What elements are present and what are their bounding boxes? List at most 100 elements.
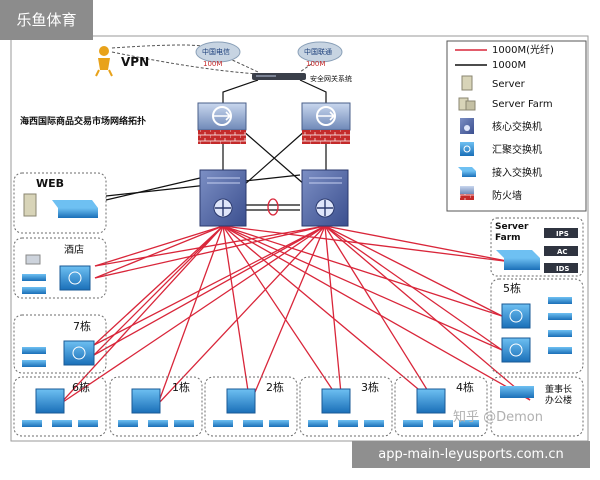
board-building-access-switch-icon — [500, 386, 534, 398]
web-label: WEB — [36, 177, 64, 190]
cross-link-a — [241, 129, 306, 186]
core-switch-right-icon — [301, 169, 349, 227]
legend-item-firewall: 防火墙 — [492, 189, 522, 202]
fiber-link — [59, 225, 224, 405]
hotel-access-switch-icon — [22, 274, 46, 294]
building5-group-box — [490, 278, 584, 374]
building-access-switch-icon — [269, 420, 289, 427]
security-gateway-icon — [252, 73, 306, 80]
isp-cloud-unicom-icon — [297, 41, 343, 63]
building2-group-box — [204, 376, 298, 437]
hotel-group-box — [13, 237, 107, 299]
legend-item-core-switch: 核心交换机 — [492, 120, 542, 133]
vpn-user-icon — [95, 46, 113, 77]
firewall-left-icon — [197, 102, 247, 144]
fiber-link — [93, 225, 326, 346]
gateway-label: 安全网关系统 — [310, 74, 352, 83]
legend-server-icon — [461, 75, 473, 91]
building7-access-switch-icon — [22, 347, 46, 367]
legend-item-access-switch: 接入交换机 — [492, 166, 542, 179]
building7-group-box — [13, 314, 107, 374]
isp1-name: 中国电信 — [202, 47, 230, 56]
building2-label: 2栋 — [266, 380, 284, 394]
fiber-link — [93, 225, 326, 356]
building-access-switch-icon — [174, 420, 194, 427]
building-agg-switch-icon — [321, 388, 351, 414]
legend-item-server: Server — [492, 79, 526, 90]
server-farm-switch-icon — [496, 250, 540, 270]
building3-group-box — [299, 376, 393, 437]
building-access-switch-icon — [22, 420, 42, 427]
ips-label: IPS — [556, 230, 569, 238]
fiber-link — [324, 225, 513, 263]
fw-left-to-gateway — [222, 79, 259, 105]
web-group-box — [13, 172, 107, 234]
building6-group-box — [13, 376, 107, 437]
legend-firewall-icon — [460, 186, 474, 200]
building-agg-switch-icon — [35, 388, 65, 414]
building-access-switch-icon — [308, 420, 328, 427]
building-agg-switch-icon — [416, 388, 446, 414]
diagram-title: 海西国际商品交易市场网络拓扑 — [20, 115, 146, 127]
building-access-switch-icon — [364, 420, 384, 427]
building4-label: 4栋 — [456, 380, 474, 394]
fiber-links — [59, 225, 531, 405]
building-agg-switch-icon — [131, 388, 161, 414]
web-to-core-left — [105, 177, 201, 201]
link-aggregation-marker — [267, 198, 279, 216]
building-agg-switch-icon — [226, 388, 256, 414]
ac-label: AC — [557, 248, 568, 256]
building3-label: 3栋 — [361, 380, 379, 394]
building-access-switch-icon — [459, 420, 479, 427]
legend-access-switch-icon — [458, 167, 476, 177]
legend-core-switch-icon — [460, 118, 474, 134]
hotel-pc-icon — [25, 254, 41, 265]
legend-server-farm-icon — [458, 97, 476, 111]
building7-agg-switch-icon — [63, 340, 95, 366]
fiber-link — [157, 225, 326, 405]
server-farm-line2: Farm — [495, 233, 521, 243]
fiber-link — [157, 225, 224, 405]
server-farm-group-box — [490, 217, 584, 277]
bottom-switches — [22, 386, 534, 427]
fiber-link — [324, 225, 437, 405]
fiber-link — [222, 225, 437, 405]
isp2-name: 中国联通 — [304, 47, 332, 56]
zhihu-watermark: 知乎 @Demon — [453, 410, 543, 425]
ids-label: IDS — [556, 265, 569, 273]
fiber-link — [94, 225, 224, 279]
site-badge: 乐鱼体育 — [0, 0, 93, 40]
building-access-switch-icon — [118, 420, 138, 427]
fiber-link — [222, 225, 503, 351]
fiber-link — [222, 225, 251, 405]
fiber-link — [222, 225, 343, 405]
vpn-label: VPN — [121, 55, 149, 69]
building1-label: 1栋 — [172, 380, 190, 394]
legend-item-1000m: 1000M — [492, 60, 526, 71]
isp2-bandwidth: 100M — [306, 60, 325, 68]
board-building-label: 董事长 办公楼 — [545, 383, 575, 406]
building5-agg-switch-top-icon — [501, 303, 531, 329]
building-access-switch-icon — [403, 420, 423, 427]
fiber-link — [94, 225, 326, 267]
ips-appliance-icon — [544, 228, 578, 238]
fiber-link — [222, 225, 503, 317]
building-access-switch-icon — [338, 420, 358, 427]
cross-link-b — [243, 129, 307, 186]
site-url-badge[interactable]: app-main-leyusports.com.cn — [352, 441, 590, 468]
legend-agg-switch-icon — [460, 142, 474, 156]
building7-label: 7栋 — [73, 319, 91, 333]
building-access-switch-icon — [213, 420, 233, 427]
fiber-link — [324, 225, 531, 401]
building-access-switch-icon — [243, 420, 263, 427]
web-server-icon — [23, 193, 37, 217]
ids-appliance-icon — [544, 263, 578, 273]
building-access-switch-icon — [148, 420, 168, 427]
fiber-link — [324, 225, 343, 405]
web-access-switch-icon — [52, 200, 98, 218]
fiber-link — [324, 225, 503, 351]
legend-item-server-farm: Server Farm — [492, 99, 553, 110]
ac-appliance-icon — [544, 246, 578, 256]
building5-label: 5栋 — [503, 281, 521, 295]
